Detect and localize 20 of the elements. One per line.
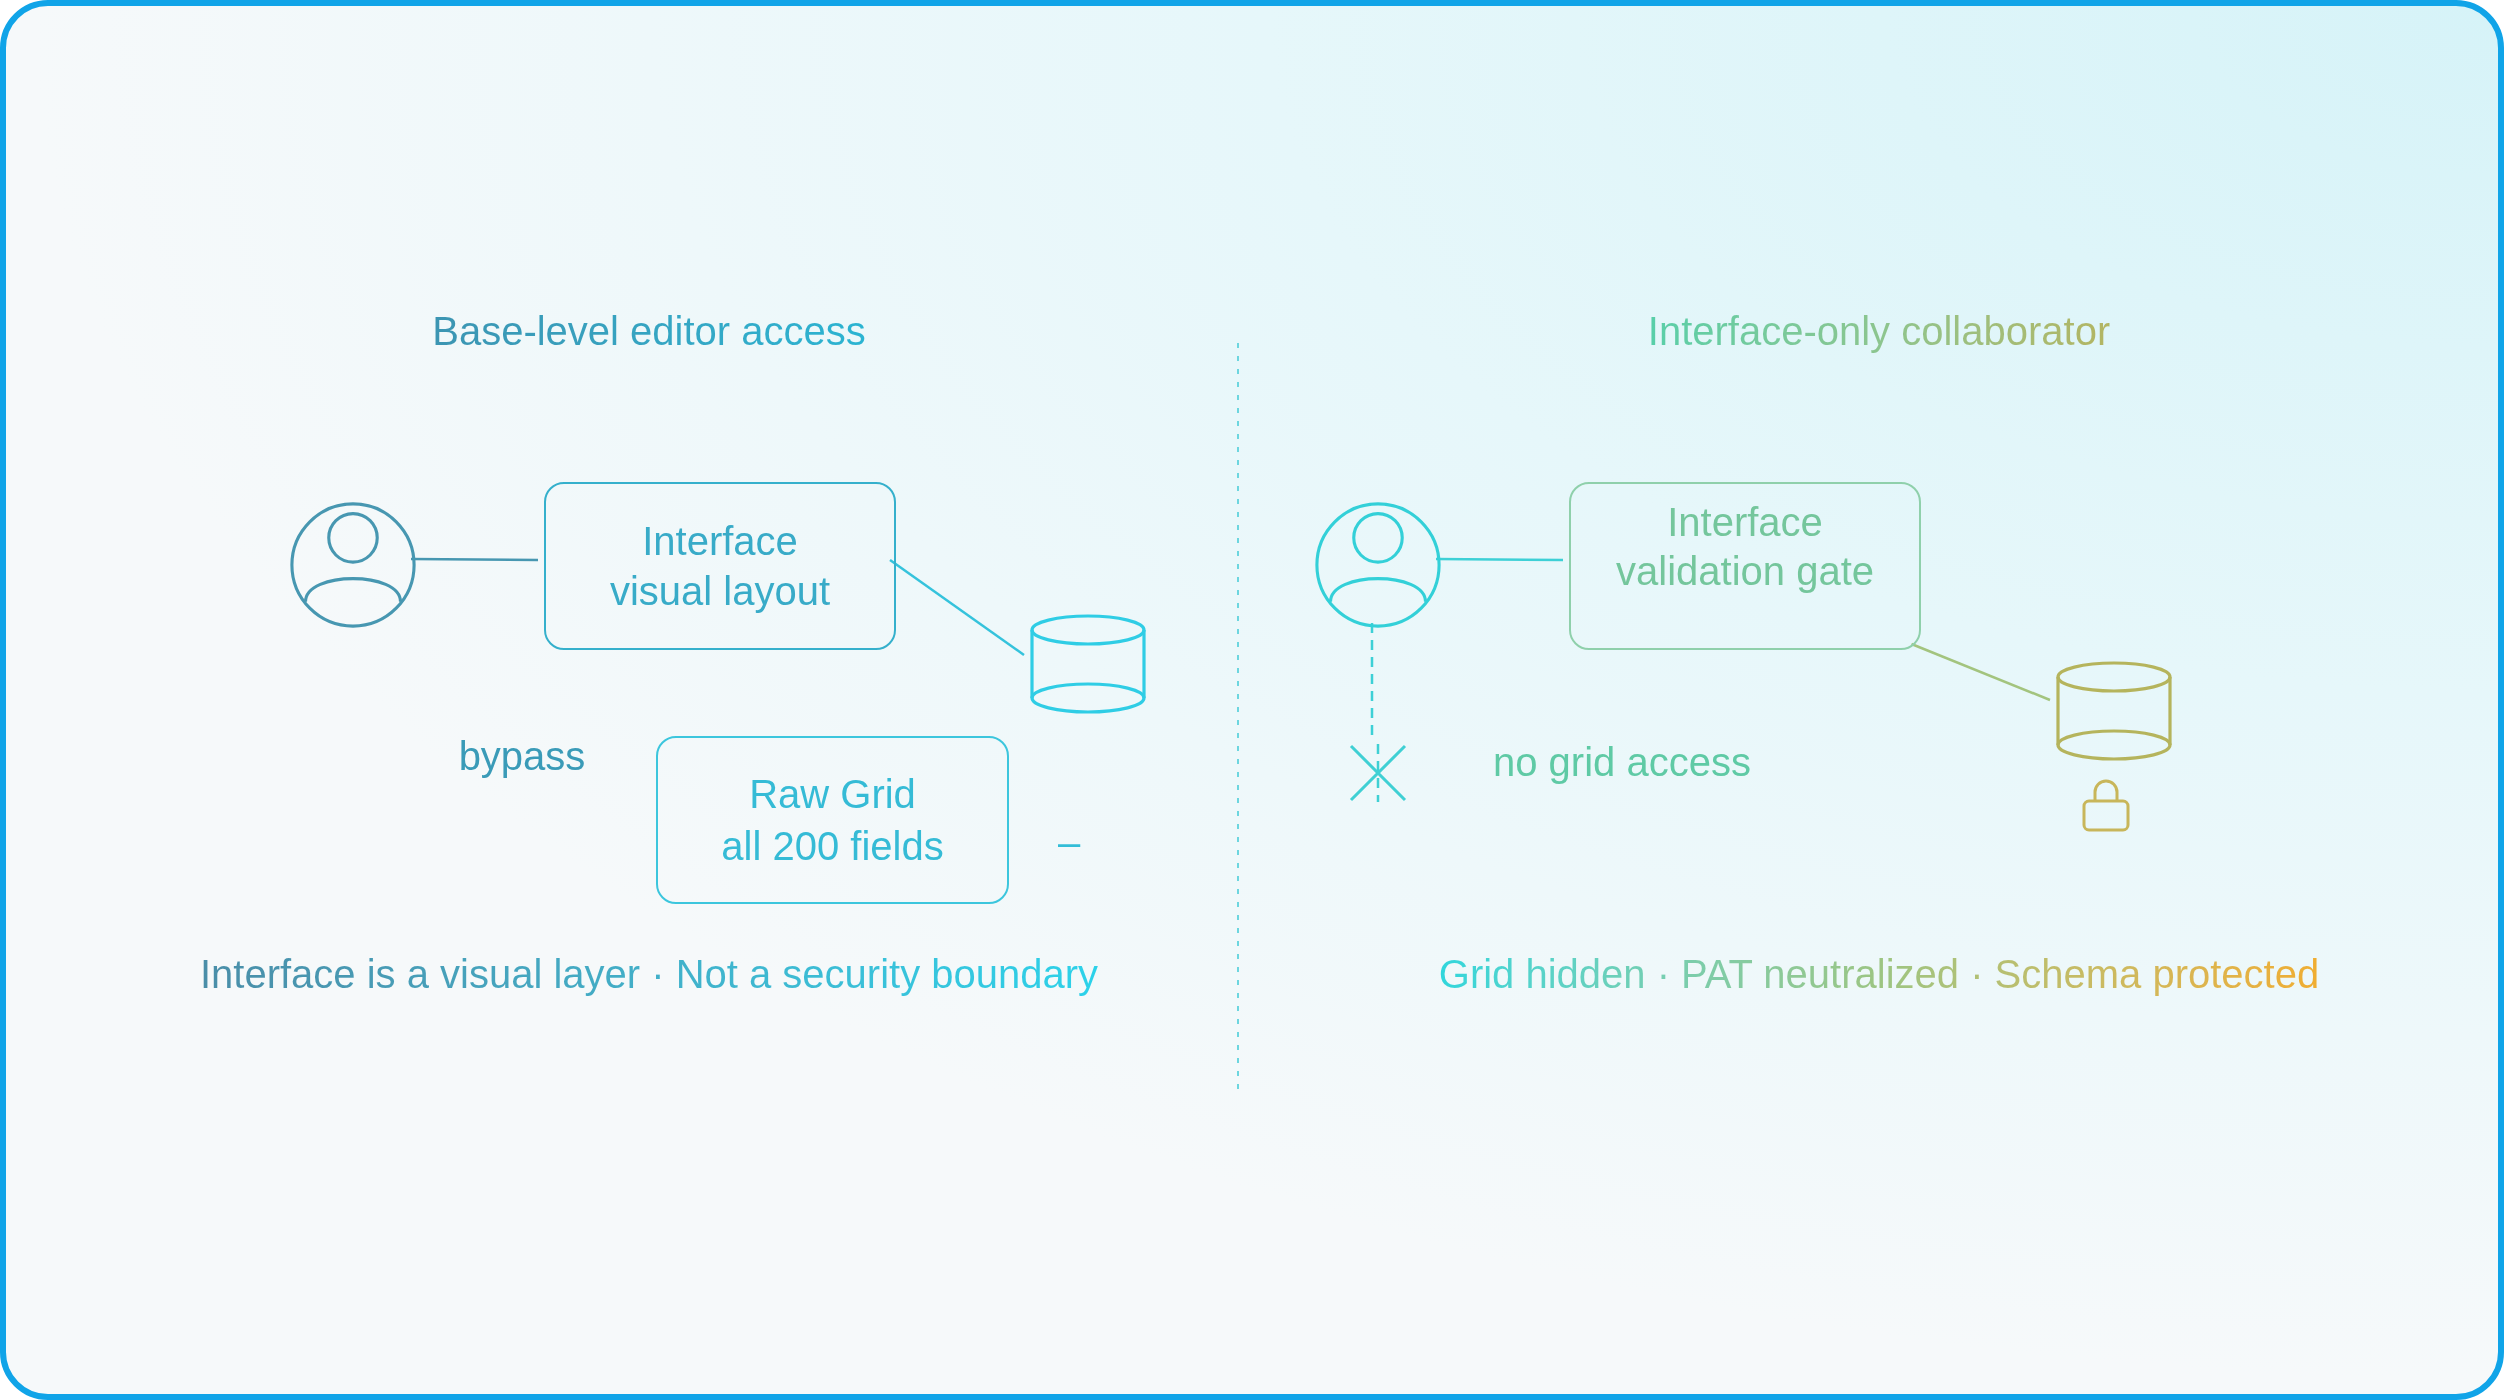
database-cylinder bbox=[1030, 614, 1146, 714]
box-text: Interface visual layout bbox=[608, 518, 832, 615]
box-text: Interface validation gate bbox=[1615, 499, 1875, 595]
connector-line bbox=[1436, 557, 1563, 562]
annotation-text: no grid access bbox=[1493, 739, 1751, 786]
cross-mark-icon bbox=[1349, 744, 1407, 802]
connector-line bbox=[889, 559, 1025, 656]
connector-line bbox=[411, 557, 538, 562]
connector-line bbox=[1911, 642, 2051, 702]
box-text: Raw Grid bbox=[749, 771, 916, 818]
dash-text: – bbox=[1057, 819, 1081, 866]
process-box bbox=[1569, 482, 1921, 650]
person-icon bbox=[289, 501, 417, 629]
database-cylinder bbox=[2056, 661, 2172, 761]
process-box bbox=[656, 736, 1009, 904]
process-box bbox=[544, 482, 896, 650]
box-text: all 200 fields bbox=[721, 823, 944, 870]
dashed-connector bbox=[1370, 623, 1374, 738]
annotation-text: bypass bbox=[458, 733, 586, 780]
person-icon bbox=[1314, 501, 1442, 629]
